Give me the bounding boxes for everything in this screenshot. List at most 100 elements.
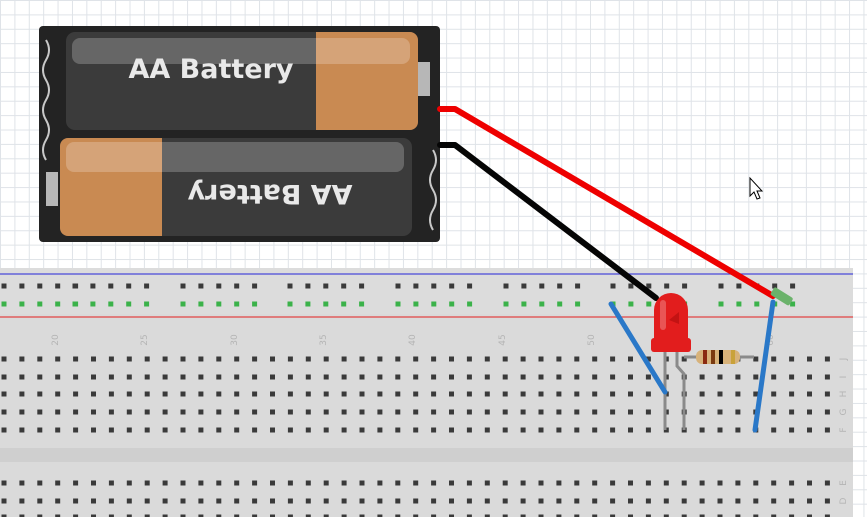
breadboard-hole[interactable] — [628, 427, 633, 433]
breadboard-hole[interactable] — [359, 514, 365, 517]
breadboard-hole[interactable] — [467, 301, 473, 307]
breadboard-hole[interactable] — [180, 480, 186, 486]
breadboard-hole[interactable] — [790, 301, 796, 307]
breadboard-hole[interactable] — [807, 374, 812, 380]
breadboard-hole[interactable] — [234, 391, 240, 397]
breadboard-hole[interactable] — [180, 374, 186, 380]
breadboard-hole[interactable] — [287, 498, 293, 504]
breadboard-hole[interactable] — [144, 283, 150, 289]
breadboard-hole[interactable] — [126, 514, 132, 517]
breadboard-hole[interactable] — [628, 374, 633, 380]
breadboard-hole[interactable] — [270, 498, 275, 504]
breadboard-hole[interactable] — [646, 301, 652, 307]
breadboard-hole[interactable] — [449, 391, 454, 397]
breadboard-hole[interactable] — [234, 514, 240, 517]
breadboard-hole[interactable] — [718, 283, 724, 289]
breadboard-hole[interactable] — [520, 391, 526, 397]
breadboard-hole[interactable] — [610, 409, 616, 415]
breadboard-hole[interactable] — [72, 301, 78, 307]
breadboard-hole[interactable] — [753, 356, 759, 362]
breadboard-hole[interactable] — [1, 480, 7, 486]
breadboard-hole[interactable] — [574, 374, 580, 380]
breadboard-hole[interactable] — [484, 427, 490, 433]
breadboard-hole[interactable] — [198, 374, 204, 380]
breadboard-hole[interactable] — [287, 409, 293, 415]
breadboard-hole[interactable] — [198, 391, 204, 397]
breadboard-hole[interactable] — [287, 427, 293, 433]
breadboard-hole[interactable] — [699, 498, 705, 504]
breadboard-hole[interactable] — [466, 409, 472, 415]
breadboard-hole[interactable] — [252, 283, 258, 289]
battery-cell-top[interactable]: AA Battery — [66, 32, 430, 130]
breadboard-hole[interactable] — [699, 427, 705, 433]
breadboard-hole[interactable] — [305, 427, 311, 433]
breadboard-hole[interactable] — [431, 514, 437, 517]
breadboard-hole[interactable] — [484, 480, 490, 486]
breadboard-hole[interactable] — [592, 427, 598, 433]
breadboard-hole[interactable] — [37, 514, 43, 517]
breadboard-hole[interactable] — [37, 409, 43, 415]
breadboard-hole[interactable] — [538, 514, 544, 517]
breadboard-hole[interactable] — [556, 498, 562, 504]
breadboard-hole[interactable] — [574, 498, 580, 504]
breadboard-hole[interactable] — [198, 301, 204, 307]
breadboard-hole[interactable] — [556, 480, 562, 486]
breadboard-hole[interactable] — [413, 356, 419, 362]
breadboard-hole[interactable] — [610, 283, 616, 289]
breadboard-hole[interactable] — [162, 356, 168, 362]
breadboard-hole[interactable] — [341, 480, 347, 486]
breadboard-hole[interactable] — [126, 374, 132, 380]
breadboard-hole[interactable] — [91, 391, 96, 397]
breadboard-hole[interactable] — [91, 427, 96, 433]
breadboard-hole[interactable] — [771, 514, 777, 517]
breadboard-hole[interactable] — [449, 427, 454, 433]
breadboard-hole[interactable] — [287, 514, 293, 517]
breadboard-hole[interactable] — [466, 374, 472, 380]
breadboard-hole[interactable] — [628, 409, 633, 415]
breadboard-hole[interactable] — [466, 480, 472, 486]
breadboard-hole[interactable] — [1, 391, 7, 397]
breadboard-hole[interactable] — [305, 283, 311, 289]
breadboard-hole[interactable] — [645, 427, 651, 433]
breadboard-hole[interactable] — [628, 391, 633, 397]
breadboard-hole[interactable] — [484, 356, 490, 362]
breadboard-hole[interactable] — [628, 301, 634, 307]
breadboard-hole[interactable] — [484, 391, 490, 397]
breadboard-hole[interactable] — [37, 283, 43, 289]
breadboard-hole[interactable] — [484, 514, 490, 517]
breadboard-hole[interactable] — [484, 498, 490, 504]
breadboard-hole[interactable] — [717, 427, 723, 433]
breadboard-hole[interactable] — [790, 283, 796, 289]
breadboard-hole[interactable] — [771, 356, 777, 362]
breadboard-hole[interactable] — [431, 283, 437, 289]
breadboard-hole[interactable] — [771, 391, 777, 397]
breadboard-hole[interactable] — [180, 391, 186, 397]
breadboard-hole[interactable] — [341, 356, 347, 362]
breadboard-hole[interactable] — [19, 409, 25, 415]
breadboard-hole[interactable] — [807, 356, 812, 362]
breadboard-hole[interactable] — [377, 480, 383, 486]
breadboard-hole[interactable] — [377, 498, 383, 504]
breadboard-hole[interactable] — [413, 498, 419, 504]
breadboard-hole[interactable] — [305, 409, 311, 415]
breadboard-hole[interactable] — [431, 301, 437, 307]
breadboard-hole[interactable] — [449, 480, 454, 486]
breadboard-hole[interactable] — [735, 480, 741, 486]
breadboard-hole[interactable] — [1, 498, 7, 504]
breadboard-hole[interactable] — [108, 374, 114, 380]
breadboard-hole[interactable] — [73, 514, 79, 517]
breadboard-hole[interactable] — [645, 356, 651, 362]
breadboard-hole[interactable] — [359, 480, 365, 486]
breadboard-hole[interactable] — [19, 427, 25, 433]
breadboard-hole[interactable] — [91, 514, 96, 517]
breadboard-hole[interactable] — [466, 427, 472, 433]
breadboard-hole[interactable] — [198, 409, 204, 415]
breadboard-hole[interactable] — [663, 480, 669, 486]
breadboard-hole[interactable] — [735, 498, 741, 504]
breadboard-hole[interactable] — [377, 427, 383, 433]
breadboard-hole[interactable] — [789, 480, 795, 486]
breadboard-hole[interactable] — [126, 480, 132, 486]
breadboard-hole[interactable] — [91, 409, 96, 415]
breadboard-hole[interactable] — [341, 391, 347, 397]
